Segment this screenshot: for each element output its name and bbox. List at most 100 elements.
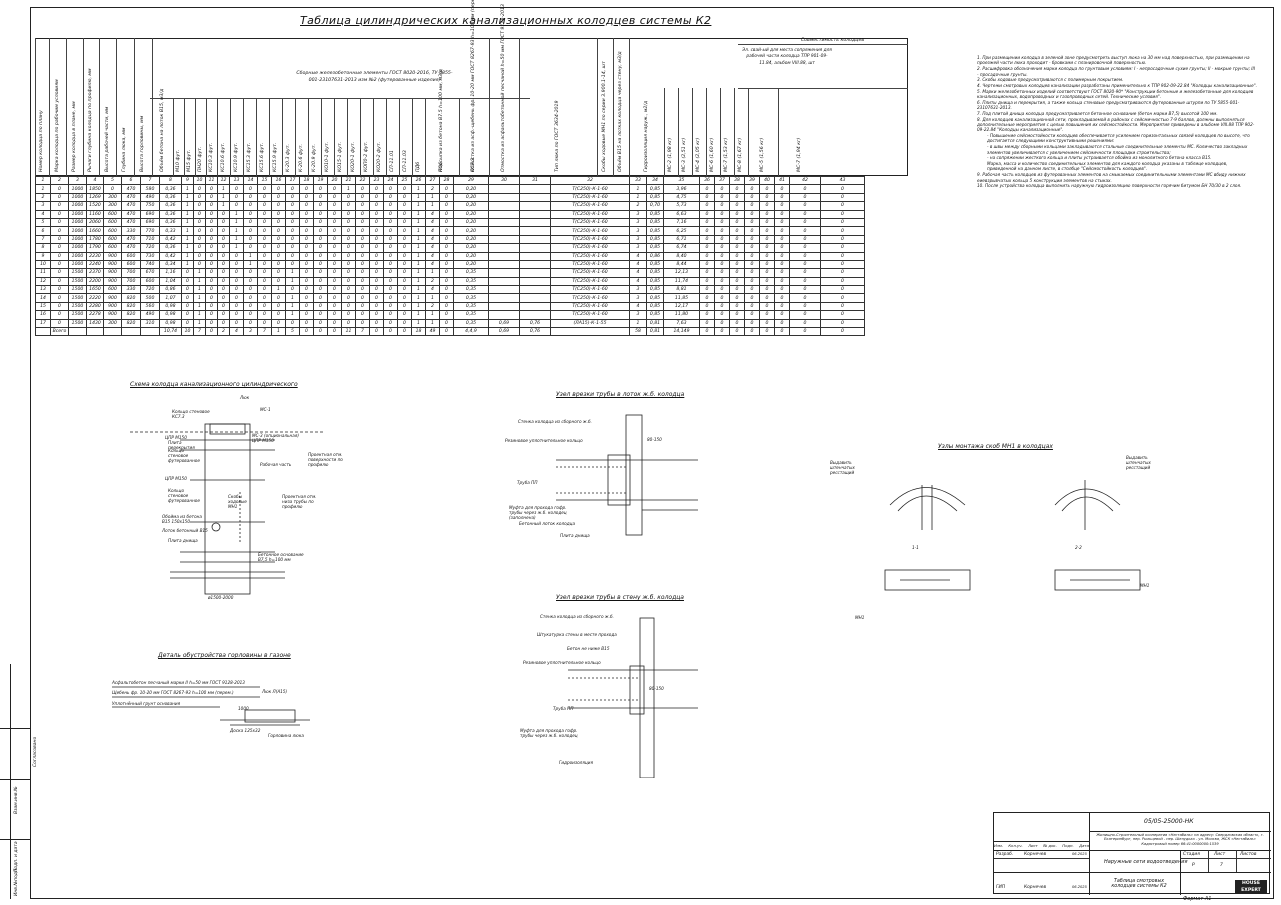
lotok-label: Муфта для прохода гофр. трубы через ж.б.… — [509, 505, 567, 520]
table-cell: 0 — [299, 201, 314, 211]
table-cell: 0 — [193, 259, 206, 270]
gorlovina-label: Асфальтобетон песчаный марки II h=50 мм … — [112, 680, 245, 685]
table-cell: 0 — [820, 243, 865, 253]
table-cell — [140, 327, 160, 337]
table-cell: 0 — [355, 251, 370, 261]
table-cell — [488, 209, 520, 219]
table-cell: 0,20 — [453, 251, 489, 261]
table-cell: 1 — [425, 192, 440, 203]
table-cell: 0 — [313, 285, 328, 295]
table-cell: 0 — [820, 184, 865, 194]
table-cell: 0 — [327, 318, 342, 329]
column-header: КС15.3 фут. — [246, 142, 252, 172]
table-cell: 470 — [121, 243, 141, 253]
table-cell: 0 — [774, 226, 790, 236]
table-cell: 0 — [714, 268, 730, 278]
table-cell: 0 — [257, 226, 272, 236]
table-cell: 0 — [299, 226, 314, 236]
table-cell: 0 — [217, 251, 230, 261]
lotok-label: Резиновое уплотнительное кольцо — [505, 438, 583, 443]
table-cell: 0 — [759, 276, 775, 287]
table-cell — [519, 301, 551, 312]
table-cell: 0 — [50, 184, 69, 194]
column-header: МС-5 (1,56 кг) — [760, 137, 765, 172]
table-cell: 0 — [299, 192, 314, 203]
table-cell: 470 — [121, 201, 141, 211]
table-cell: 0 — [699, 318, 715, 329]
table-cell: 0 — [243, 276, 258, 287]
column-header: Объём бетона на лоток В15, м3/д — [159, 88, 165, 172]
table-cell: 0 — [439, 251, 454, 261]
table-cell: 2278 — [86, 310, 104, 320]
table-cell: 0 — [299, 234, 314, 245]
table-cell: 0 — [744, 226, 760, 236]
table-cell: 6 — [35, 226, 51, 236]
table-cell: 0 — [355, 226, 370, 236]
table-cell: 9 — [35, 251, 51, 261]
table-cell: 32 — [550, 175, 630, 186]
table-cell: 1269 — [86, 192, 104, 203]
table-cell: 0 — [50, 234, 69, 245]
table-cell: 0 — [50, 192, 69, 203]
table-cell: 0,35 — [453, 268, 489, 278]
table-cell: 0,85 — [646, 234, 664, 245]
table-cell: 0 — [789, 243, 821, 253]
column-header: КОП0-2 фут. — [363, 141, 369, 172]
table-cell: 4 — [629, 251, 647, 261]
table-cell: 0 — [217, 310, 230, 320]
table-cell: 1520 — [86, 201, 104, 211]
table-cell: 9 — [181, 175, 194, 186]
table-cell: 0 — [729, 276, 745, 287]
table-cell: 0 — [313, 301, 328, 312]
table-cell: 0 — [699, 259, 715, 270]
table-cell: 1000 — [68, 251, 87, 261]
table-cell: 0 — [729, 192, 745, 203]
table-cell: 0 — [341, 276, 356, 287]
table-cell: 0 — [397, 276, 412, 287]
table-cell: 0 — [285, 217, 300, 228]
table-cell: 0 — [744, 192, 760, 203]
table-cell: 0 — [193, 217, 206, 228]
table-cell: 1 — [181, 209, 194, 219]
table-cell: 0 — [327, 310, 342, 320]
table-cell: 0 — [369, 259, 384, 270]
table-cell: 0,20 — [453, 184, 489, 194]
table-cell: 0 — [383, 268, 398, 278]
table-cell: 0 — [439, 276, 454, 287]
table-cell: 820 — [121, 301, 141, 312]
table-cell: 0 — [397, 251, 412, 261]
table-cell: 1430 — [86, 318, 104, 329]
table-cell: 26 — [411, 175, 426, 186]
table-cell: 0 — [341, 268, 356, 278]
table-cell: 0 — [774, 251, 790, 261]
table-cell: 18 — [299, 175, 314, 186]
table-cell: 0,86 — [646, 251, 664, 261]
table-grid-line — [706, 88, 707, 176]
table-cell: 29 — [453, 175, 489, 186]
table-cell: 0 — [369, 301, 384, 312]
scheme-label: Проектная отм. низа трубы по профилю — [282, 494, 317, 509]
table-cell: 23 — [369, 175, 384, 186]
table-cell: 1000 — [68, 217, 87, 228]
column-header: МС-7 (1,53 кг) — [724, 137, 729, 172]
column-header: Отмостка из асфальтобетонной песчаной h=… — [501, 4, 506, 172]
table-cell: 0,69 — [488, 327, 520, 337]
table-cell: 0,85 — [646, 310, 664, 320]
table-cell: 1 — [229, 234, 244, 245]
table-cell: 0 — [820, 268, 865, 278]
table-cell: Т(С250)-К-1-60 — [550, 226, 630, 236]
note-item: - на сопряжении жесткого кольца и плиты … — [987, 155, 1212, 161]
table-cell: 0 — [327, 301, 342, 312]
table-cell: 0 — [759, 243, 775, 253]
table-grid-line — [425, 98, 426, 176]
table-cell: 39 — [744, 175, 760, 186]
table-cell: 16 — [271, 175, 286, 186]
table-cell: 1 — [411, 192, 426, 203]
table-cell: 0,85 — [646, 192, 664, 203]
table-cell: 0 — [355, 310, 370, 320]
table-cell: 0 — [789, 301, 821, 312]
